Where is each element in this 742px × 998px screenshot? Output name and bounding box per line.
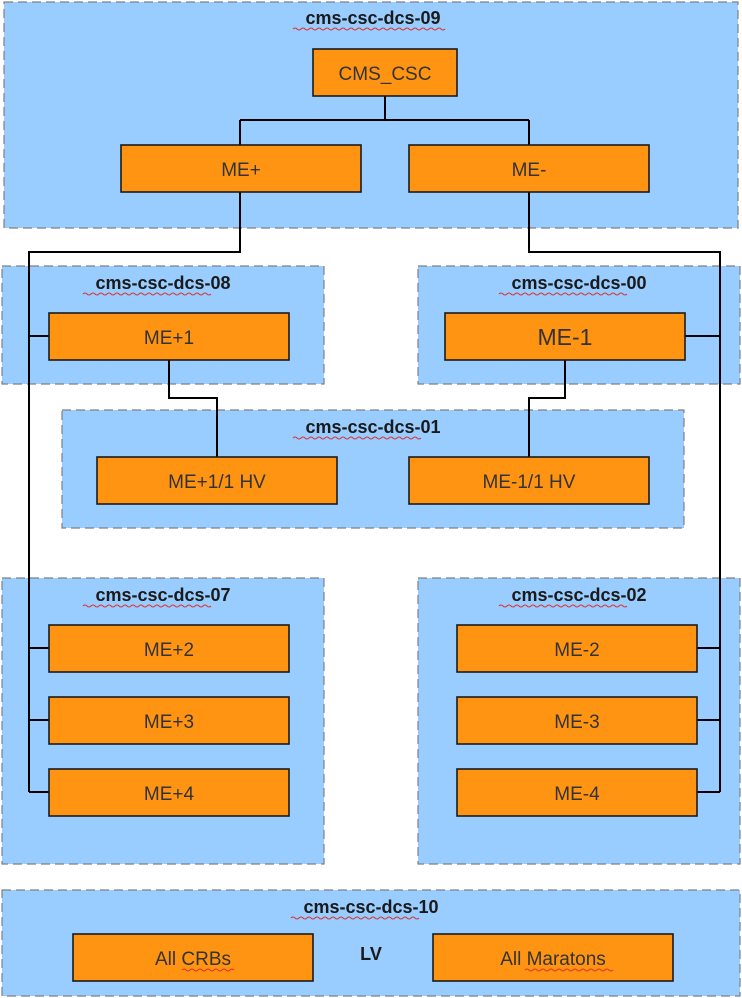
spellcheck-underline	[82, 292, 212, 296]
node-label: CMS_CSC	[339, 64, 432, 85]
node-label: ME-3	[554, 712, 599, 733]
node-label: ME+4	[144, 784, 195, 805]
node-label: ME-4	[554, 784, 600, 805]
connector-me-minus-1-to-hv	[528, 360, 566, 457]
node-label: ME+	[221, 160, 261, 181]
node-me-plus-1[interactable]: ME+1	[48, 312, 290, 361]
connector-cms-csc-to-me-plus-minus	[239, 96, 530, 145]
node-all-maratons[interactable]: All Maratons	[432, 933, 674, 982]
node-label: All Maratons	[500, 949, 606, 970]
lv-label: LV	[360, 944, 382, 964]
spellcheck-underline	[498, 604, 628, 608]
spellcheck-underline	[181, 968, 235, 972]
node-label: ME+1	[144, 328, 194, 349]
group-title-dcs-02: cms-csc-dcs-02	[511, 585, 646, 605]
node-cms-csc[interactable]: CMS_CSC	[312, 48, 458, 97]
node-label: ME-	[512, 160, 547, 181]
group-title-dcs-01: cms-csc-dcs-01	[305, 417, 440, 437]
group-title-dcs-07: cms-csc-dcs-07	[95, 585, 230, 605]
spellcheck-underline	[82, 604, 212, 608]
node-me-minus-3[interactable]: ME-3	[456, 696, 698, 745]
node-me-minus-1[interactable]: ME-1	[444, 312, 686, 361]
node-me-minus[interactable]: ME-	[408, 144, 650, 193]
node-label: All CRBs	[155, 949, 231, 970]
node-me-minus-4[interactable]: ME-4	[456, 768, 698, 817]
connector-me-minus-trunk	[528, 192, 721, 792]
node-me-plus-2[interactable]: ME+2	[48, 624, 290, 673]
node-me-plus-1-1-hv[interactable]: ME+1/1 HV	[96, 456, 338, 505]
node-label: ME+1/1 HV	[168, 472, 266, 493]
spellcheck-underline	[292, 27, 446, 31]
node-label: ME+3	[144, 712, 194, 733]
node-label: ME-2	[554, 640, 599, 661]
spellcheck-underline	[524, 968, 614, 972]
node-me-minus-2[interactable]: ME-2	[456, 624, 698, 673]
node-me-plus-3[interactable]: ME+3	[48, 696, 290, 745]
node-me-plus[interactable]: ME+	[120, 144, 362, 193]
group-cms-csc-dcs-09	[3, 1, 739, 229]
spellcheck-underline	[290, 916, 420, 920]
group-title-dcs-09: cms-csc-dcs-09	[305, 8, 440, 28]
group-title-dcs-10: cms-csc-dcs-10	[303, 897, 438, 917]
node-label: ME-1/1 HV	[483, 472, 576, 493]
node-label: ME-1	[538, 324, 593, 350]
spellcheck-underline	[498, 292, 628, 296]
group-title-dcs-08: cms-csc-dcs-08	[95, 273, 230, 293]
node-label: ME+2	[144, 640, 194, 661]
node-me-minus-1-1-hv[interactable]: ME-1/1 HV	[408, 456, 650, 505]
connector-me-plus-1-to-hv	[168, 360, 218, 457]
node-me-plus-4[interactable]: ME+4	[48, 768, 290, 817]
group-title-dcs-00: cms-csc-dcs-00	[511, 273, 646, 293]
spellcheck-underline	[292, 436, 422, 440]
connector-me-plus-trunk	[28, 192, 241, 792]
node-all-crbs[interactable]: All CRBs	[72, 933, 314, 982]
